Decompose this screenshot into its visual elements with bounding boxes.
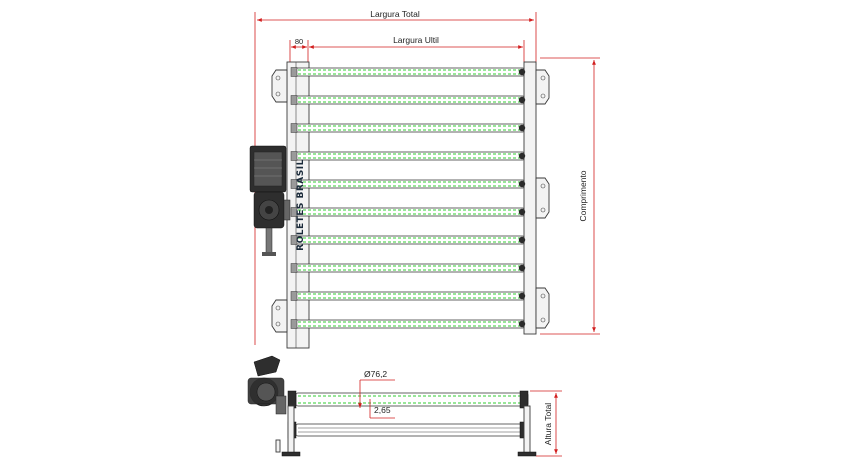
roller-tube: [295, 151, 525, 161]
roller-end-cap: [518, 68, 526, 76]
roller-bearing: [290, 319, 298, 329]
label-comprimento: Comprimento: [578, 170, 588, 221]
roller-end-cap: [518, 180, 526, 188]
roller-row: [290, 319, 526, 329]
roller-row: [290, 179, 526, 189]
roller-row: [290, 207, 526, 217]
roller-end-cap: [518, 264, 526, 272]
roller-tube: [295, 291, 525, 301]
right-side-frame: [523, 61, 550, 335]
label-largura-total: Largura Total: [370, 9, 420, 19]
roller-tube: [295, 319, 525, 329]
brand-label: ROLETES BRASIL: [296, 159, 306, 251]
roller-end-cap: [518, 124, 526, 132]
roller-tube: [295, 263, 525, 273]
dimension-espessura: 2,65: [369, 399, 395, 419]
roller-tube: [295, 95, 525, 105]
roller-bearing: [290, 95, 298, 105]
roller-bearing: [290, 179, 298, 189]
dimension-offset-80: 80: [289, 37, 309, 62]
label-largura-util: Largura Ultil: [393, 35, 439, 45]
roller-group: [290, 67, 526, 329]
label-offset: 80: [295, 37, 303, 46]
roller-end-cap: [518, 152, 526, 160]
side-upper-roller: [287, 390, 529, 409]
roller-tube: [295, 123, 525, 133]
dimension-altura-total: Altura Total: [530, 390, 562, 457]
side-lower-roller: [287, 421, 529, 439]
roller-end-cap: [518, 292, 526, 300]
roller-bearing: [290, 67, 298, 77]
roller-row: [290, 291, 526, 301]
motor-assembly-top: [249, 145, 291, 256]
roller-bearing: [290, 207, 298, 217]
roller-row: [290, 123, 526, 133]
dimension-diametro: Ø76,2: [358, 369, 395, 408]
motor-assembly-side: [247, 355, 287, 415]
roller-bearing: [290, 291, 298, 301]
roller-tube: [295, 179, 525, 189]
roller-row: [290, 95, 526, 105]
label-espessura: 2,65: [374, 405, 391, 415]
roller-row: [290, 263, 526, 273]
side-legs: [275, 405, 537, 457]
roller-end-cap: [518, 96, 526, 104]
roller-tube: [295, 207, 525, 217]
roller-row: [290, 151, 526, 161]
roller-bearing: [290, 151, 298, 161]
roller-row: [290, 67, 526, 77]
roller-tube: [295, 235, 525, 245]
roller-bearing: [290, 123, 298, 133]
label-altura-total: Altura Total: [543, 403, 553, 445]
dimension-largura-util: Largura Ultil: [309, 35, 525, 62]
roller-tube: [295, 67, 525, 77]
roller-row: [290, 235, 526, 245]
top-view: Largura Total 80 Largura Ultil Comprimen…: [249, 9, 600, 349]
label-diametro: Ø76,2: [364, 369, 387, 379]
dimension-comprimento: Comprimento: [540, 57, 600, 335]
roller-end-cap: [518, 236, 526, 244]
roller-end-cap: [518, 320, 526, 328]
roller-end-cap: [518, 208, 526, 216]
roller-bearing: [290, 235, 298, 245]
side-view: Ø76,2 2,65 Altura Total: [247, 355, 562, 457]
roller-bearing: [290, 263, 298, 273]
